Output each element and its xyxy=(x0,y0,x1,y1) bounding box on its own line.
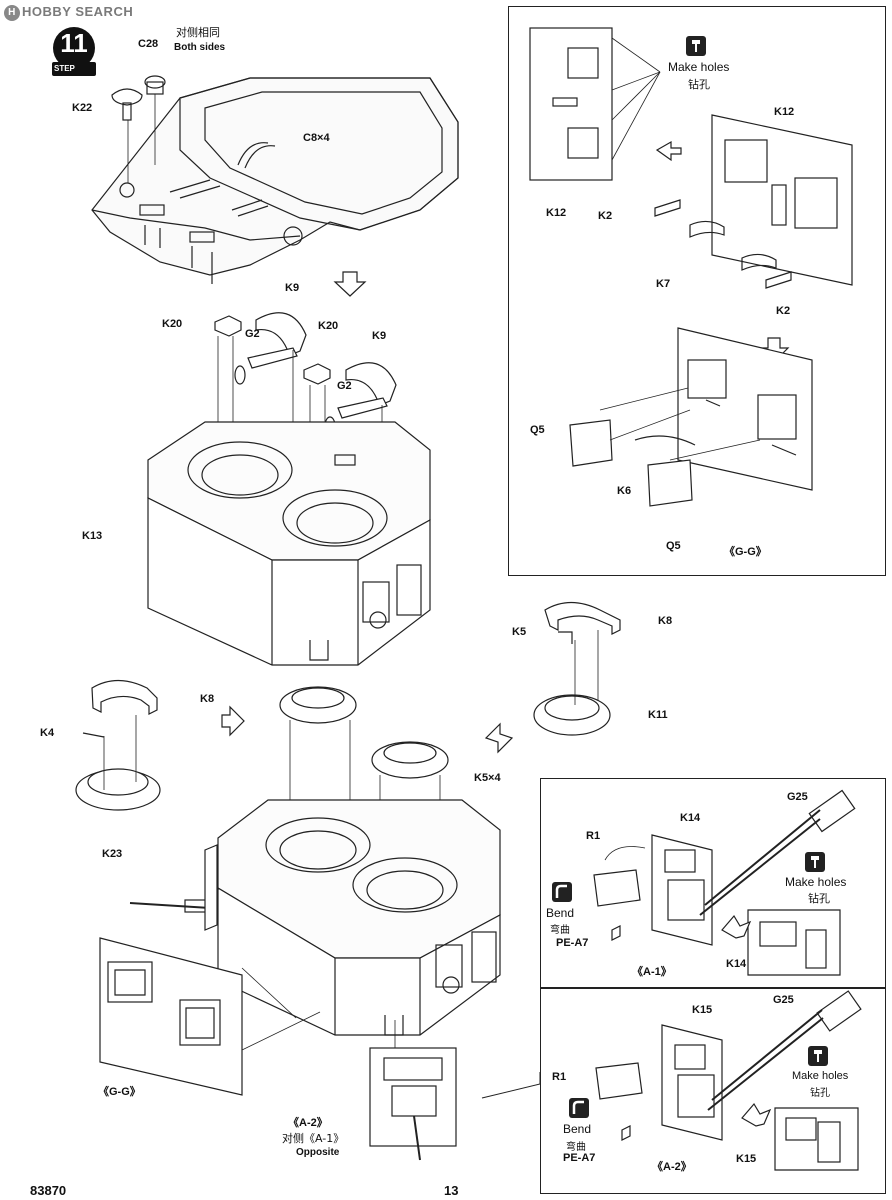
gg-label-k12-a: K12 xyxy=(546,207,567,219)
a1-label-k14-b: K14 xyxy=(726,958,747,970)
k12-plate-right-drawing xyxy=(654,114,853,289)
a2-label-g25: G25 xyxy=(773,994,794,1006)
a2-bend-cn: 弯曲 xyxy=(566,1142,586,1153)
label-k23: K23 xyxy=(102,848,123,860)
label-g2-b: G2 xyxy=(337,380,352,392)
label-k9-b: K9 xyxy=(372,330,387,342)
gg-label-k12-b: K12 xyxy=(774,106,795,118)
label-c8x4: C8×4 xyxy=(303,132,330,144)
k11-assembly-drawing xyxy=(533,601,621,736)
a1-make-holes-en: Make holes xyxy=(785,875,847,889)
label-c28: C28 xyxy=(138,38,159,50)
label-opposite-cn: 对侧《A-1》 xyxy=(282,1132,345,1145)
step-badge: 11 STEP xyxy=(44,26,104,80)
label-k5: K5 xyxy=(512,626,527,638)
page-number: 13 xyxy=(444,1183,459,1198)
lower-turret-body-drawing xyxy=(129,799,501,1050)
a2-panel-drawing xyxy=(595,990,862,1171)
a1-panel xyxy=(540,778,886,988)
both-sides-en: Both sides xyxy=(174,42,226,53)
a2-bend-en: Bend xyxy=(563,1122,592,1136)
a2-make-holes-cn: 钻孔 xyxy=(810,1088,830,1099)
label-a2: 《A-2》 xyxy=(288,1117,328,1129)
a1-drill-icon xyxy=(805,852,825,872)
a1-label-pe-a7: PE-A7 xyxy=(556,937,589,949)
lower-hatches-drawing xyxy=(279,686,459,910)
label-gg-bottom: 《G-G》 xyxy=(98,1086,141,1098)
label-k5x4: K5×4 xyxy=(474,772,501,784)
gg-make-holes-en: Make holes xyxy=(668,60,730,74)
k23-assembly-drawing xyxy=(75,679,161,811)
both-sides-cn: 对侧相同 xyxy=(176,26,220,39)
a2-panel xyxy=(540,988,886,1194)
label-k9-a: K9 xyxy=(285,282,300,294)
gg-panel xyxy=(508,6,886,576)
gg-label-q5-b: Q5 xyxy=(666,540,681,552)
label-k22: K22 xyxy=(72,102,93,114)
watermark-text: HOBBY SEARCH xyxy=(22,4,134,19)
watermark-logo-icon: H xyxy=(4,4,20,21)
a1-label-r1: R1 xyxy=(586,830,601,842)
gg-label-k2-a: K2 xyxy=(598,210,613,222)
a2-make-holes-en: Make holes xyxy=(792,1070,849,1082)
label-g2-a: G2 xyxy=(245,328,260,340)
gg-view-label: 《G-G》 xyxy=(724,546,767,558)
label-opposite-en: Opposite xyxy=(296,1147,340,1158)
step-number: 11 xyxy=(60,28,88,58)
a2-bend-icon xyxy=(569,1098,589,1118)
gg-label-k7: K7 xyxy=(656,278,671,290)
a1-bend-cn: 弯曲 xyxy=(550,925,570,936)
gg-label-k2-b: K2 xyxy=(776,305,791,317)
label-k8-a: K8 xyxy=(200,693,215,705)
label-k20-a: K20 xyxy=(162,318,183,330)
turret-body-k13-drawing xyxy=(147,421,431,666)
label-k4: K4 xyxy=(40,727,55,739)
a2-view-label: 《A-2》 xyxy=(652,1161,692,1173)
gg-make-holes-cn: 钻孔 xyxy=(688,78,710,91)
a2-label-k15-a: K15 xyxy=(692,1004,713,1016)
q5-k6-drawing xyxy=(569,327,813,507)
gg-side-panel-drawing xyxy=(99,937,321,1096)
a1-label-g25: G25 xyxy=(787,791,808,803)
label-k11: K11 xyxy=(648,709,668,721)
kit-number: 83870 xyxy=(30,1183,67,1198)
label-k13: K13 xyxy=(82,530,103,542)
label-k20-b: K20 xyxy=(318,320,339,332)
a2-drill-icon xyxy=(808,1046,828,1066)
step-label: STEP xyxy=(54,64,75,73)
a2-label-k15-b: K15 xyxy=(736,1153,757,1165)
a2-inset-drawing xyxy=(369,1047,457,1161)
k12-plate-top-drawing xyxy=(529,27,661,181)
a2-label-pe-a7: PE-A7 xyxy=(563,1152,596,1164)
a1-label-k14-a: K14 xyxy=(680,812,701,824)
gg-label-q5-a: Q5 xyxy=(530,424,545,436)
gg-label-k6: K6 xyxy=(617,485,632,497)
drill-icon xyxy=(686,36,706,56)
a1-panel-drawing xyxy=(593,789,856,976)
a1-bend-en: Bend xyxy=(546,906,575,920)
label-k8-b: K8 xyxy=(658,615,673,627)
a1-view-label: 《A-1》 xyxy=(632,966,672,978)
a2-label-r1: R1 xyxy=(552,1071,567,1083)
a1-make-holes-cn: 钻孔 xyxy=(808,892,830,905)
a1-bend-icon xyxy=(552,882,572,902)
roof-plate-drawing xyxy=(91,75,459,284)
hatch-parts-drawing xyxy=(214,312,397,500)
